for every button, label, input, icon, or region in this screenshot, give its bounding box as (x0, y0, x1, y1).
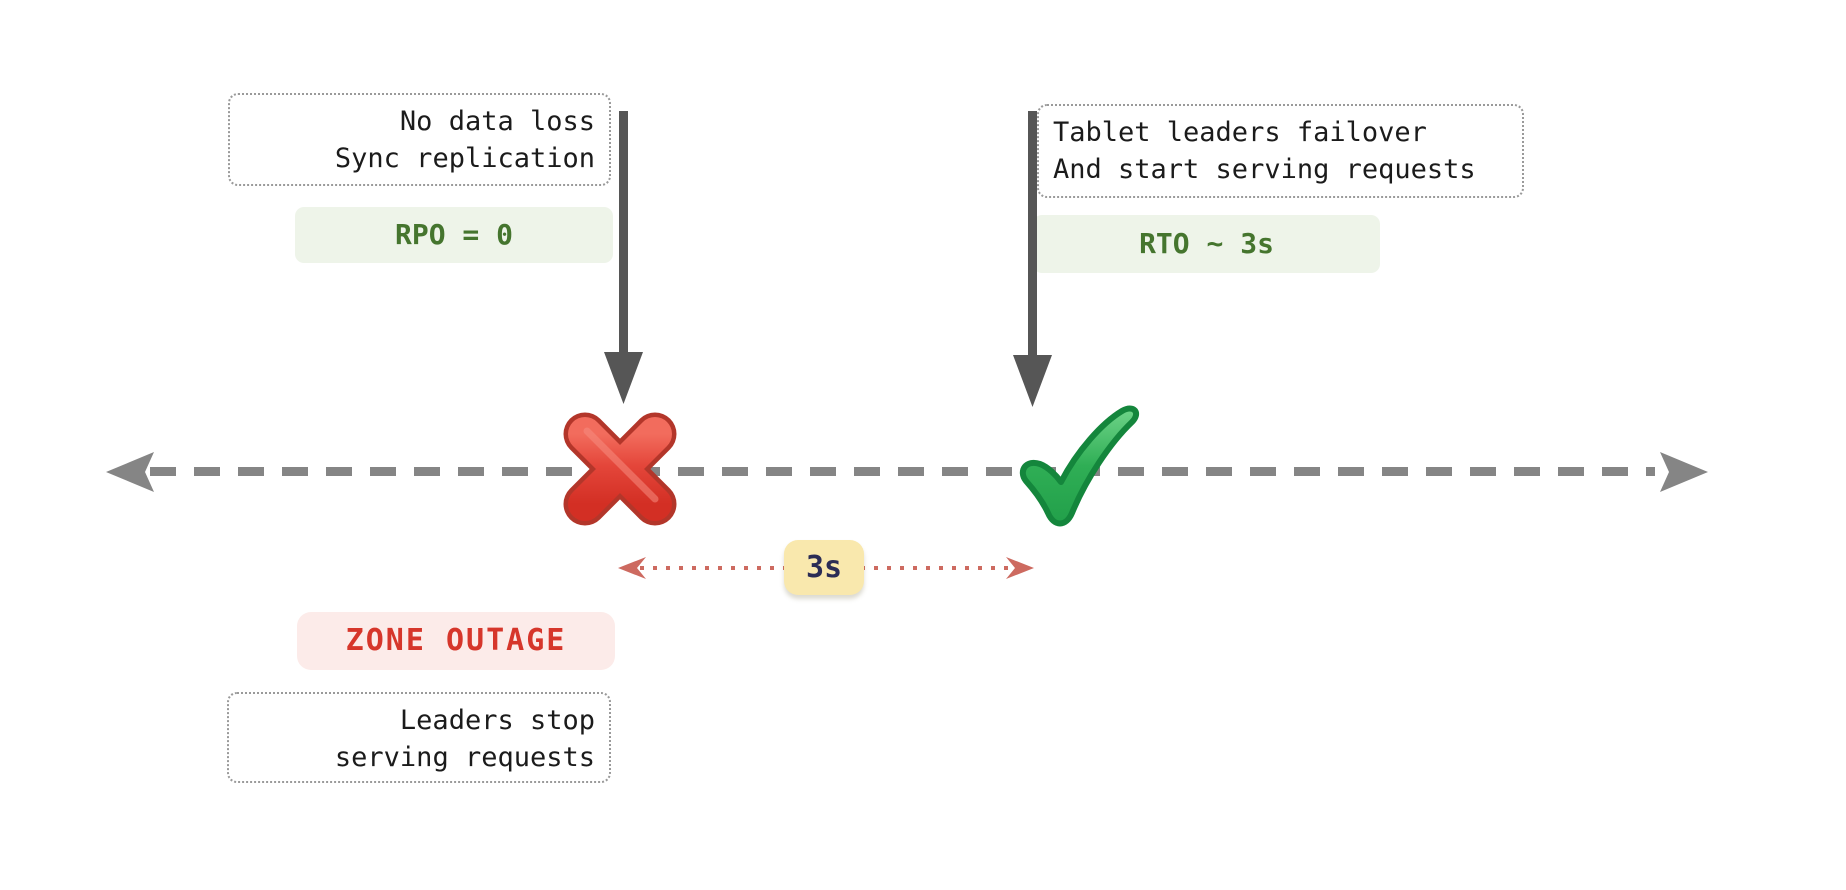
failover-note-line2: And start serving requests (1053, 154, 1476, 185)
duration-right-arrowhead-icon (1006, 557, 1034, 579)
leaders-stop-note: Leaders stop serving requests (227, 692, 611, 783)
cross-mark-icon (563, 412, 677, 526)
rpo-badge: RPO = 0 (295, 207, 613, 263)
timeline-right-arrowhead-icon (1660, 452, 1708, 492)
sync-replication-note-line2: Sync replication (334, 143, 595, 174)
timeline-left-arrowhead-icon (106, 452, 154, 492)
failover-note-line1: Tablet leaders failover (1053, 117, 1427, 148)
sync-replication-note: No data loss Sync replication (228, 93, 611, 186)
leaders-stop-note-line1: Leaders stop (399, 705, 595, 736)
recovery-event-arrow-line (1028, 111, 1037, 356)
duration-left-arrowhead-icon (618, 557, 646, 579)
outage-event-arrow-line (619, 111, 628, 353)
zone-outage-badge: ZONE OUTAGE (297, 612, 615, 670)
duration-badge: 3s (784, 540, 864, 595)
rto-badge: RTO ~ 3s (1033, 215, 1380, 273)
check-mark-icon (1019, 405, 1139, 527)
leaders-stop-note-line2: serving requests (334, 742, 595, 773)
duration-measure: 3s (618, 540, 1034, 598)
sync-replication-note-line1: No data loss (399, 106, 595, 137)
outage-event-arrowhead-icon (604, 352, 643, 404)
recovery-event-arrowhead-icon (1013, 355, 1052, 407)
timeline-dashed-line (150, 467, 1655, 476)
failover-note: Tablet leaders failover And start servin… (1037, 104, 1524, 198)
